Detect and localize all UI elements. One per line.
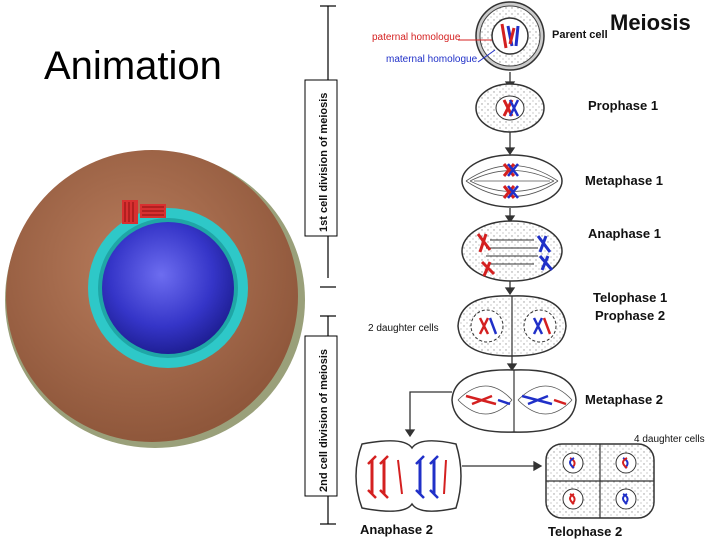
telophase1-cell (457, 295, 567, 357)
stage-label-anaphase1: Anaphase 1 (588, 226, 661, 241)
diagram-title: Meiosis (610, 10, 691, 35)
paternal-label: paternal homologue (372, 32, 461, 43)
centriole-icon (122, 200, 166, 224)
stage-label-telophase2: Telophase 2 (548, 524, 622, 539)
prophase1-cell (475, 83, 545, 133)
metaphase1-cell (461, 154, 563, 208)
anaphase1-cell (461, 220, 563, 282)
division2-label: 2nd cell division of meiosis (318, 349, 330, 492)
division1-label: 1st cell division of meiosis (318, 93, 330, 232)
stage-label-telophase1: Telophase 1 (593, 290, 667, 305)
stage-label-prophase2: Prophase 2 (595, 308, 665, 323)
animated-cell (5, 150, 305, 448)
division-brackets (320, 5, 336, 525)
stage-label-anaphase2: Anaphase 2 (360, 522, 433, 537)
daughter2-label: 2 daughter cells (368, 323, 439, 334)
maternal-label: maternal homologue (386, 54, 478, 65)
parent-cell (475, 1, 545, 71)
stage-label-metaphase2: Metaphase 2 (585, 392, 663, 407)
slide-title: Animation (44, 44, 222, 88)
metaphase2-cell (451, 369, 577, 433)
telophase2-cells (545, 443, 655, 519)
parent-cell-label: Parent cell (552, 29, 608, 41)
nucleus (102, 222, 234, 354)
stage-label-prophase1: Prophase 1 (588, 98, 658, 113)
anaphase2-cell (355, 440, 462, 512)
stage-label-metaphase1: Metaphase 1 (585, 173, 663, 188)
daughter4-label: 4 daughter cells (634, 434, 705, 445)
